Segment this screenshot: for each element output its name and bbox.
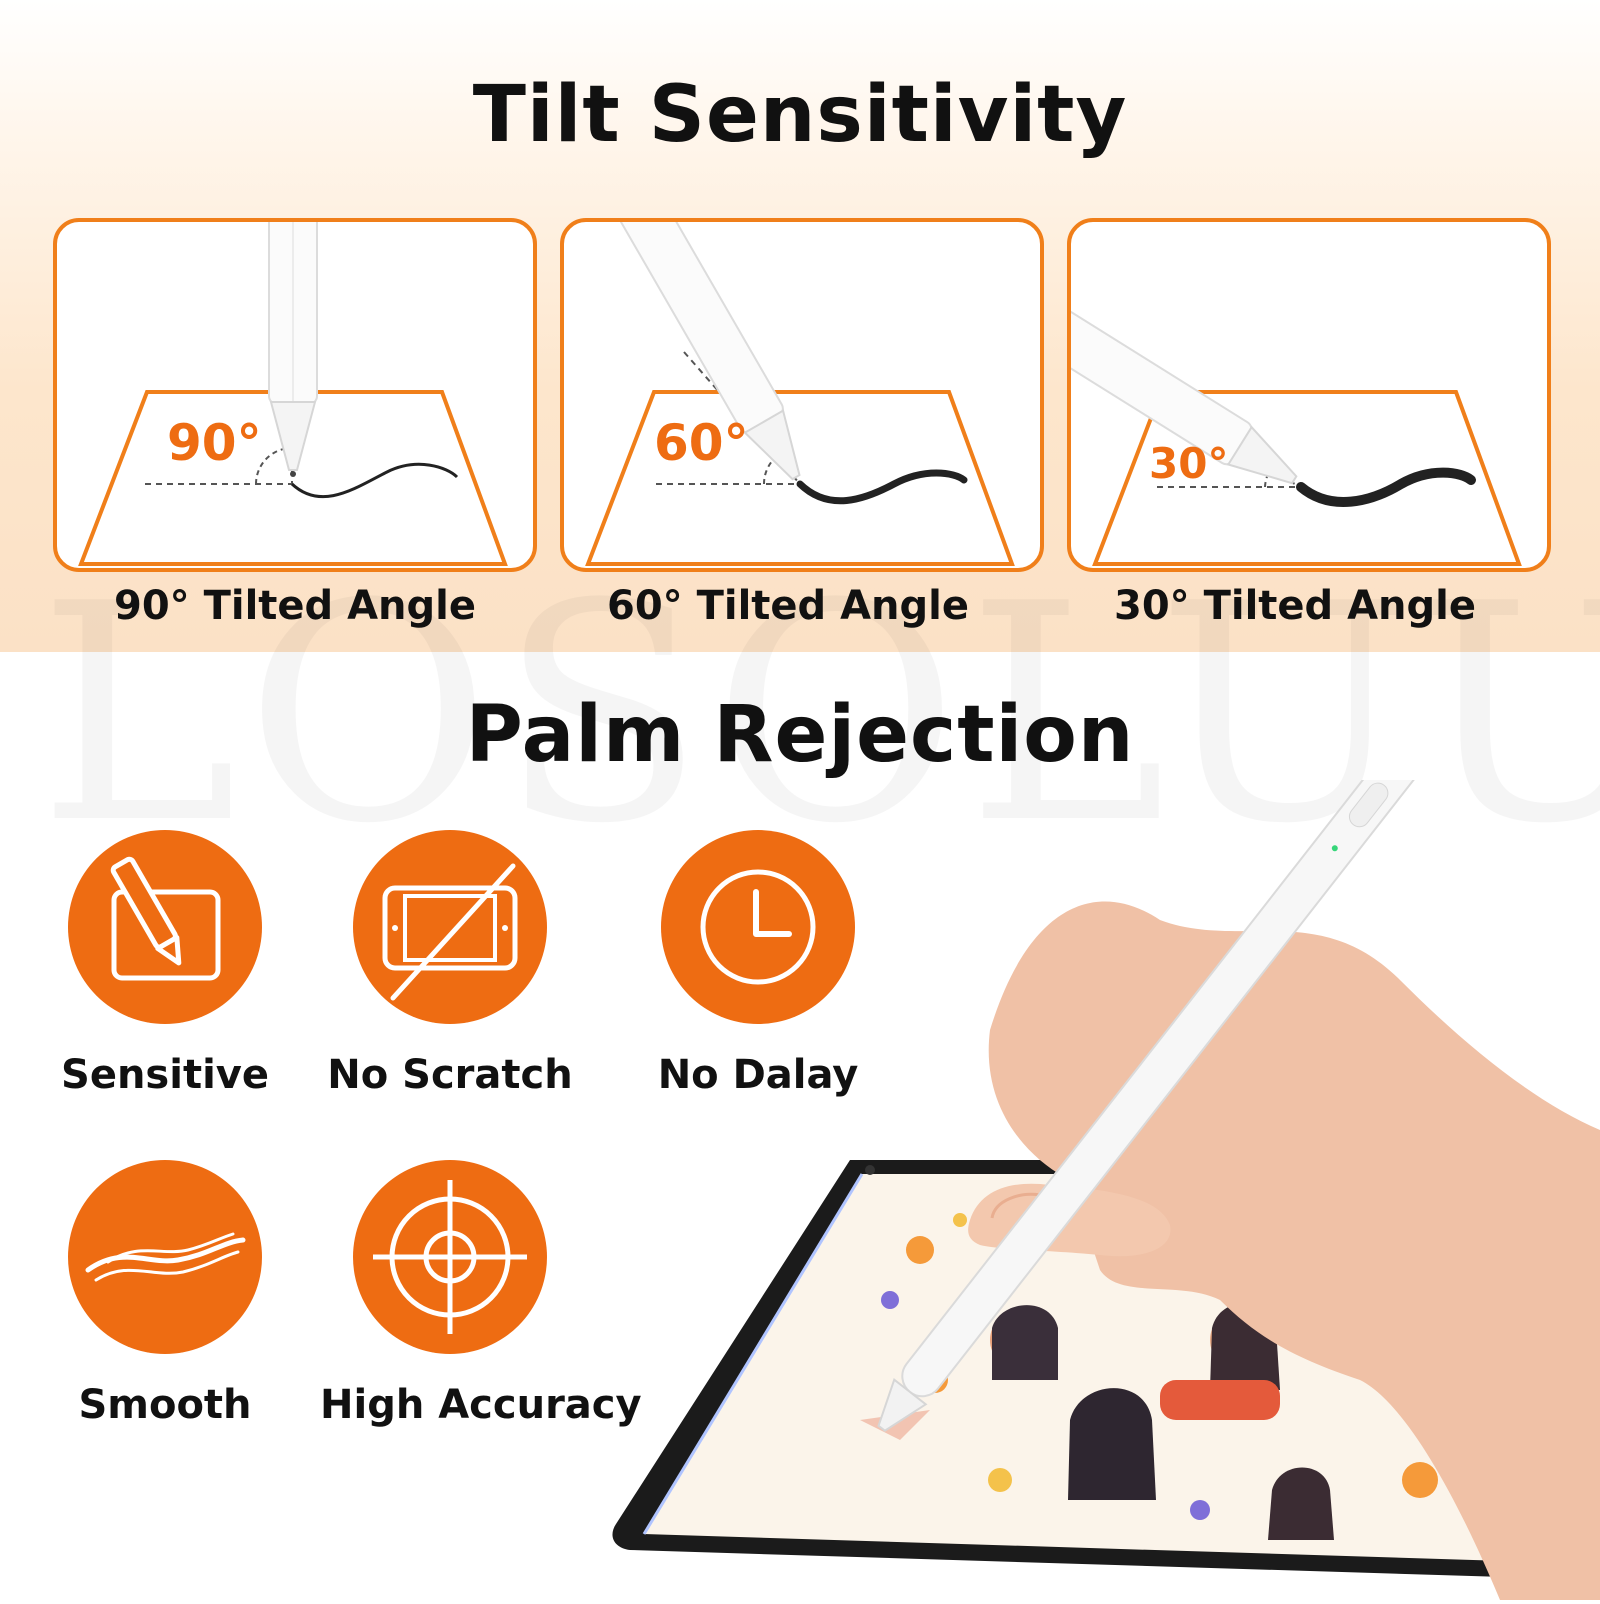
angle-label-30: 30° (1149, 439, 1228, 488)
angle-label-60: 60° (654, 414, 749, 472)
caption-90: 90° Tilted Angle (113, 583, 476, 629)
tilt-panel-90: 90° (53, 218, 537, 572)
tilt-panel-60: 60° (560, 218, 1044, 572)
caption-30: 30° Tilted Angle (1113, 583, 1476, 629)
feature-sensitive: Sensitive (35, 830, 295, 1098)
caption-60: 60° Tilted Angle (606, 583, 969, 629)
feature-label-no-delay: No Dalay (657, 1052, 859, 1098)
angle-label-90: 90° (167, 414, 262, 472)
tilt-panel-30: 30° (1067, 218, 1551, 572)
tilt-title: Tilt Sensitivity (472, 70, 1128, 160)
waves-icon (68, 1160, 262, 1354)
feature-label-sensitive: Sensitive (61, 1052, 269, 1098)
feature-no-scratch: No Scratch (320, 830, 580, 1098)
clock-icon (661, 830, 855, 1024)
feature-smooth: Smooth (35, 1160, 295, 1428)
target-icon (353, 1160, 547, 1354)
feature-label-smooth: Smooth (78, 1382, 252, 1428)
crossed-tablet-icon (353, 830, 547, 1024)
feature-label-no-scratch: No Scratch (327, 1052, 573, 1098)
feature-high-accuracy: High Accuracy (320, 1160, 642, 1428)
pen-on-tablet-icon (68, 830, 262, 1024)
feature-no-delay: No Dalay (628, 830, 888, 1098)
feature-label-high-accuracy: High Accuracy (320, 1382, 642, 1428)
product-scene (600, 709, 1600, 1600)
stylus-image (877, 709, 1449, 1432)
palm-title: Palm Rejection (465, 690, 1135, 780)
